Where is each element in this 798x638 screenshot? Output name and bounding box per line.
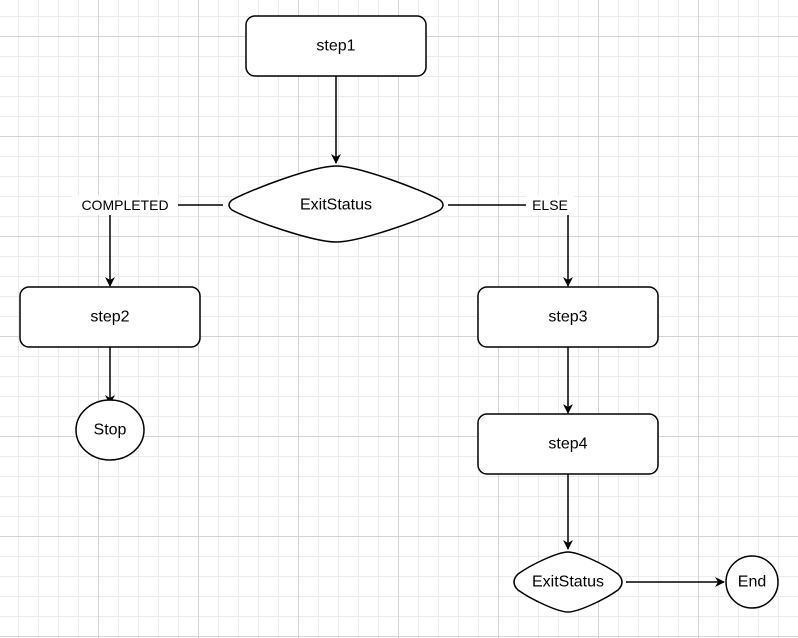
node-stop[interactable]: Stop: [75, 399, 145, 461]
node-step3-label: step3: [548, 309, 587, 326]
edge-label-else: ELSE: [532, 197, 568, 213]
edge-labels: COMPLETED ELSE: [72, 195, 574, 215]
node-stop-label: Stop: [94, 422, 127, 439]
node-exitstatus2-label: ExitStatus: [532, 574, 604, 591]
node-step3[interactable]: step3: [477, 286, 659, 348]
edge-exitstatus-to-step3[interactable]: [448, 204, 573, 287]
edge-exitstatus-to-step2[interactable]: [105, 204, 223, 287]
node-step4-shape: [477, 413, 659, 475]
edge-label-completed: COMPLETED: [81, 197, 168, 213]
edge-label-bg-else: [526, 195, 574, 215]
decision-diamond-shape: [228, 165, 444, 243]
node-step1-label: step1: [316, 38, 355, 55]
node-exitstatus-label: ExitStatus: [300, 197, 372, 214]
node-end[interactable]: End: [725, 555, 779, 609]
node-step4[interactable]: step4: [477, 413, 659, 475]
node-step4-label: step4: [548, 436, 587, 453]
node-step2-label: step2: [90, 309, 129, 326]
node-end-label: End: [738, 574, 766, 591]
node-step3-shape: [477, 286, 659, 348]
node-step1-shape: [245, 15, 427, 77]
node-exitstatus2-decision[interactable]: ExitStatus: [513, 551, 623, 613]
node-step2-shape: [19, 286, 201, 348]
decision-diamond2-shape: [513, 551, 623, 613]
node-end-shape: [725, 555, 779, 609]
node-step2[interactable]: step2: [19, 286, 201, 348]
edge-label-bg-completed: [72, 195, 178, 215]
node-step1[interactable]: step1: [245, 15, 427, 77]
node-stop-shape: [75, 399, 145, 461]
node-exitstatus-decision[interactable]: ExitStatus: [228, 165, 444, 243]
